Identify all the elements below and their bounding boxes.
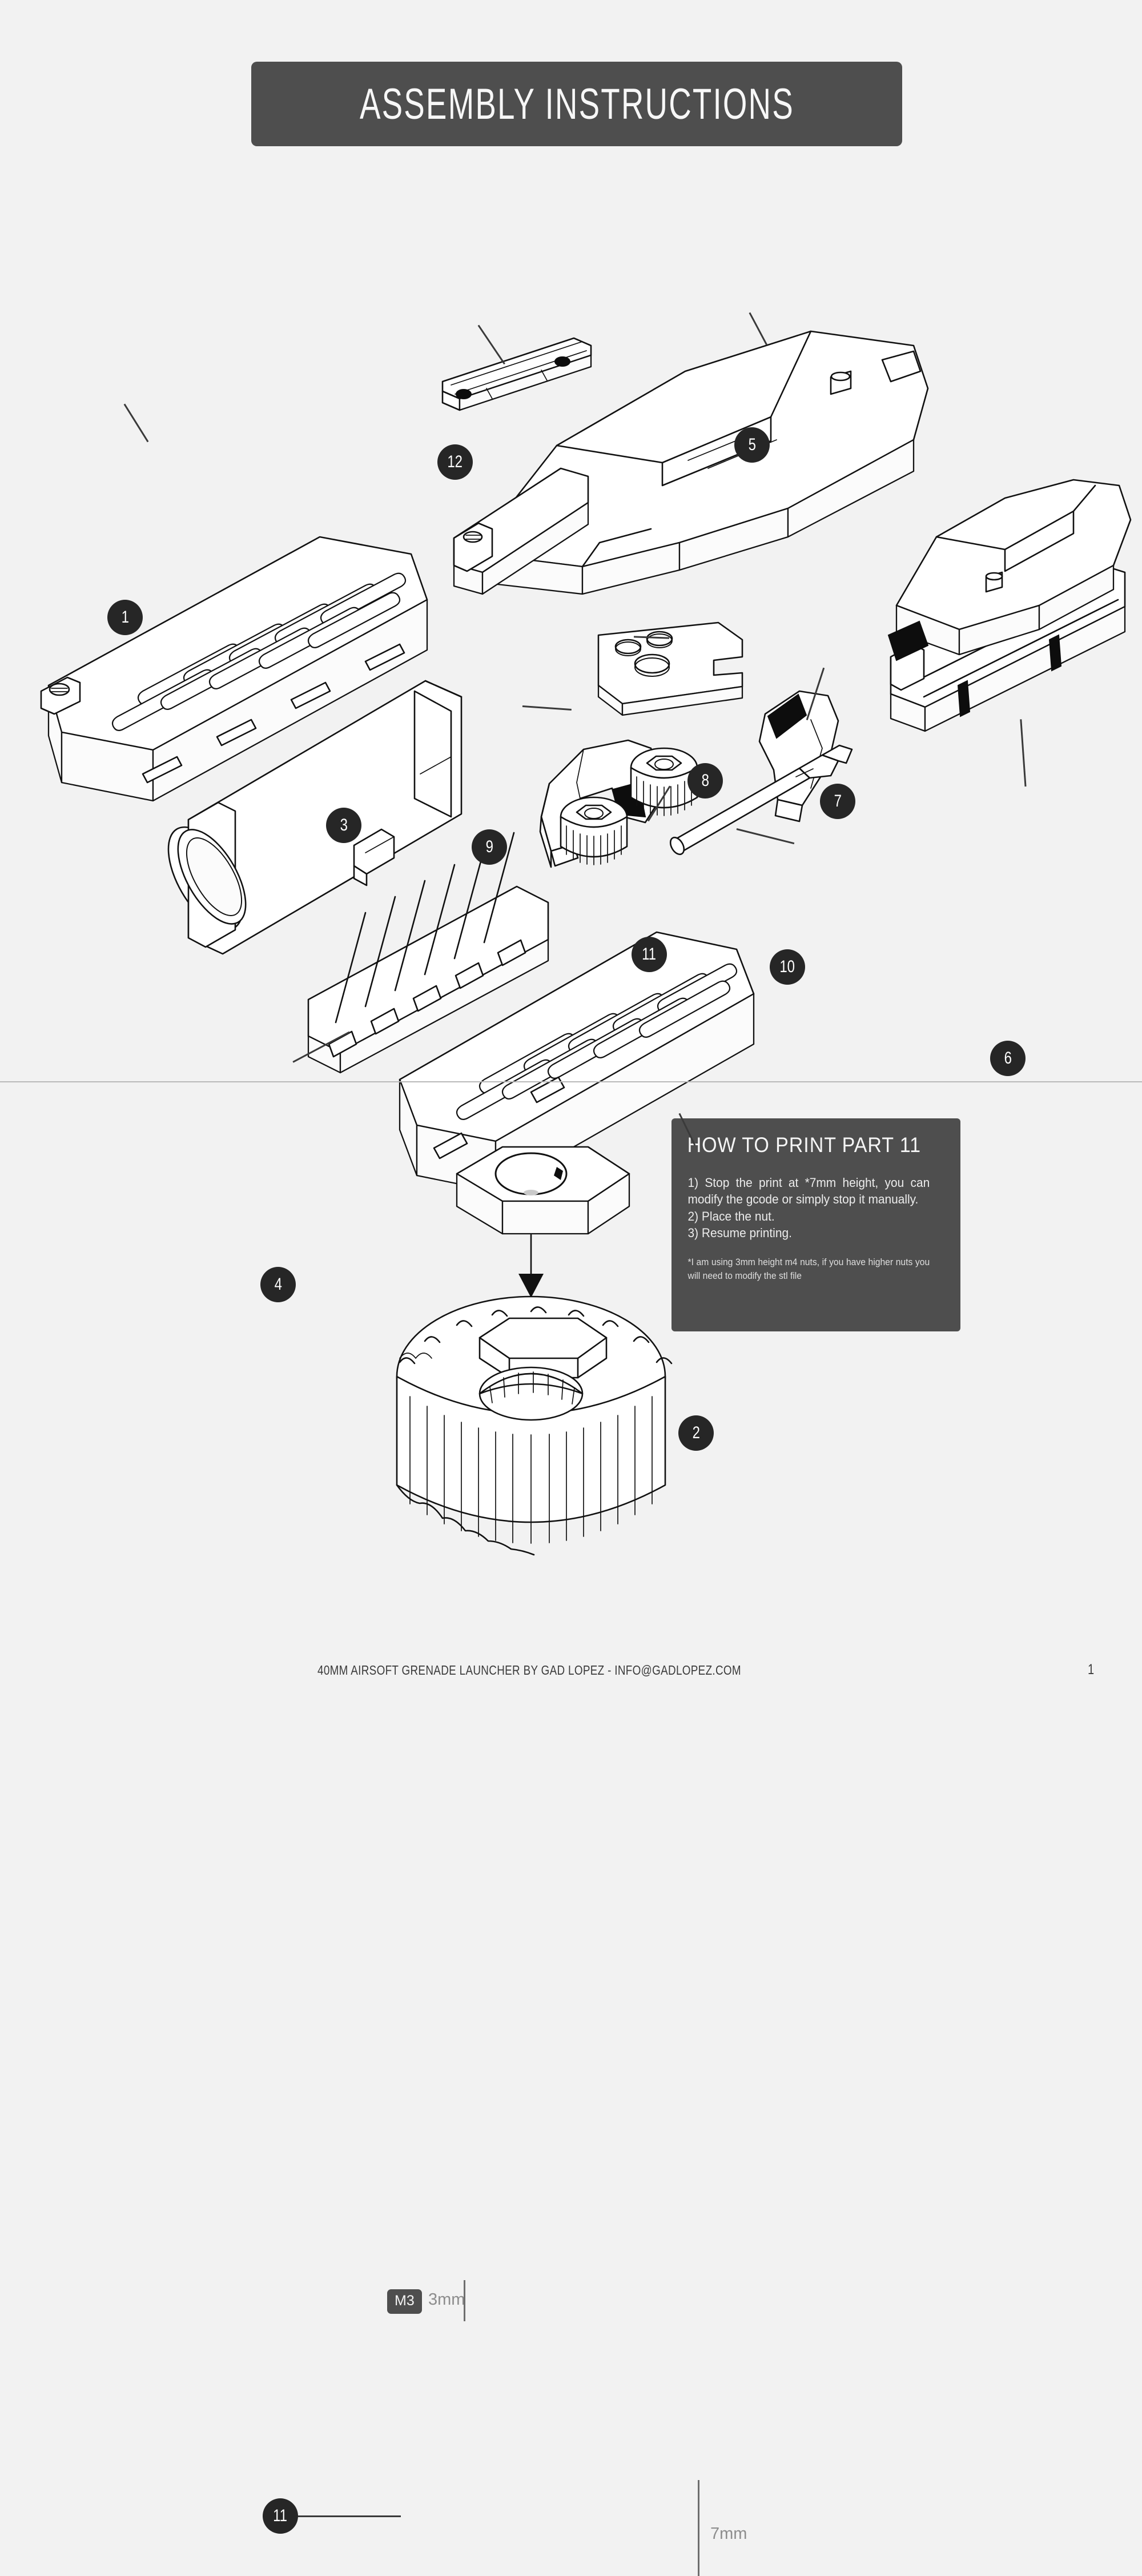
howto-print-section: M3 3mm 7mm 11 bbox=[0, 1085, 1142, 2576]
part-5c-receiver-bracket bbox=[453, 467, 589, 595]
howto-print-panel: HOW TO PRINT PART 11 1) Stop the print a… bbox=[671, 1118, 960, 1331]
callout-6-label: 6 bbox=[1004, 1049, 1012, 1068]
nut-height-label: 3mm bbox=[428, 2290, 465, 2309]
nut-size-badge: M3 bbox=[387, 2289, 422, 2314]
callout-4[interactable]: 4 bbox=[260, 1267, 296, 1302]
part-1-handguard-upper bbox=[40, 536, 428, 802]
callout-7[interactable]: 7 bbox=[820, 784, 855, 819]
part-3-barrel-shell bbox=[167, 680, 463, 955]
callout-2-label: 2 bbox=[692, 1423, 700, 1442]
callout-pulley-11-label: 11 bbox=[273, 2506, 288, 2525]
howto-note: *I am using 3mm height m4 nuts, if you h… bbox=[687, 1257, 930, 1281]
howto-step-1: 1) Stop the print at *7mm height, you ca… bbox=[687, 1175, 930, 1207]
callout-9-label: 9 bbox=[485, 837, 493, 856]
document-page: ASSEMBLY INSTRUCTIONS bbox=[0, 62, 1142, 2576]
howto-heading: HOW TO PRINT PART 11 bbox=[687, 1133, 921, 1157]
howto-step-2: 2) Place the nut. bbox=[687, 1209, 775, 1223]
part-11-pulleys-pair bbox=[560, 747, 698, 865]
part-2-handguard-lower bbox=[399, 931, 755, 1196]
exploded-view-svg bbox=[40, 330, 1132, 1196]
callout-10-label: 10 bbox=[779, 957, 795, 976]
callout-3[interactable]: 3 bbox=[326, 808, 361, 843]
hex-nut-illustration bbox=[456, 1146, 630, 1298]
footer-credit: 40MM AIRSOFT GRENADE LAUNCHER BY GAD LOP… bbox=[317, 1663, 741, 1678]
part-12-rail-strip bbox=[441, 337, 592, 411]
callout-9[interactable]: 9 bbox=[472, 829, 507, 865]
part-5b-receiver-right bbox=[887, 479, 1132, 661]
section-divider bbox=[0, 1081, 1142, 1082]
pulley-height-label: 7mm bbox=[710, 2525, 747, 2543]
callout-12[interactable]: 12 bbox=[437, 444, 473, 480]
exploded-assembly-diagram: 1 12 5 8 9 7 3 11 10 6 4 2 bbox=[0, 143, 1142, 1451]
pulley-part-11-illustration bbox=[396, 1295, 673, 1556]
callout-10[interactable]: 10 bbox=[770, 949, 805, 985]
nut-height-dimension-line bbox=[464, 2280, 465, 2321]
howto-step-3: 3) Resume printing. bbox=[687, 1225, 792, 1240]
callout-1[interactable]: 1 bbox=[107, 600, 143, 635]
callout-5[interactable]: 5 bbox=[734, 427, 770, 463]
part-8-flat-plate bbox=[597, 621, 743, 716]
callout-6[interactable]: 6 bbox=[990, 1041, 1026, 1076]
part-4-finned-block bbox=[307, 832, 549, 1074]
callout-11-label: 11 bbox=[642, 945, 657, 964]
callout-8[interactable]: 8 bbox=[687, 763, 723, 799]
callout-11[interactable]: 11 bbox=[632, 937, 667, 972]
callout-12-label: 12 bbox=[447, 452, 463, 471]
callout-7-label: 7 bbox=[834, 792, 842, 810]
pulley-height-dimension-line bbox=[698, 2480, 699, 2576]
callout-pulley-11[interactable]: 11 bbox=[263, 2498, 298, 2534]
callout-4-label: 4 bbox=[274, 1275, 282, 1294]
page-title: ASSEMBLY INSTRUCTIONS bbox=[359, 79, 794, 129]
callout-3-label: 3 bbox=[340, 816, 348, 834]
callout-8-label: 8 bbox=[701, 771, 709, 790]
callout-5-label: 5 bbox=[748, 435, 756, 454]
howto-steps: 1) Stop the print at *7mm height, you ca… bbox=[671, 1157, 946, 1241]
part-11-detail-svg bbox=[396, 1146, 673, 1556]
part-10-rod-pin bbox=[669, 744, 853, 856]
title-banner: ASSEMBLY INSTRUCTIONS bbox=[251, 62, 902, 146]
callout-1-label: 1 bbox=[121, 608, 129, 627]
footer-page-number: 1 bbox=[1088, 1662, 1095, 1678]
callout-2[interactable]: 2 bbox=[678, 1415, 714, 1451]
